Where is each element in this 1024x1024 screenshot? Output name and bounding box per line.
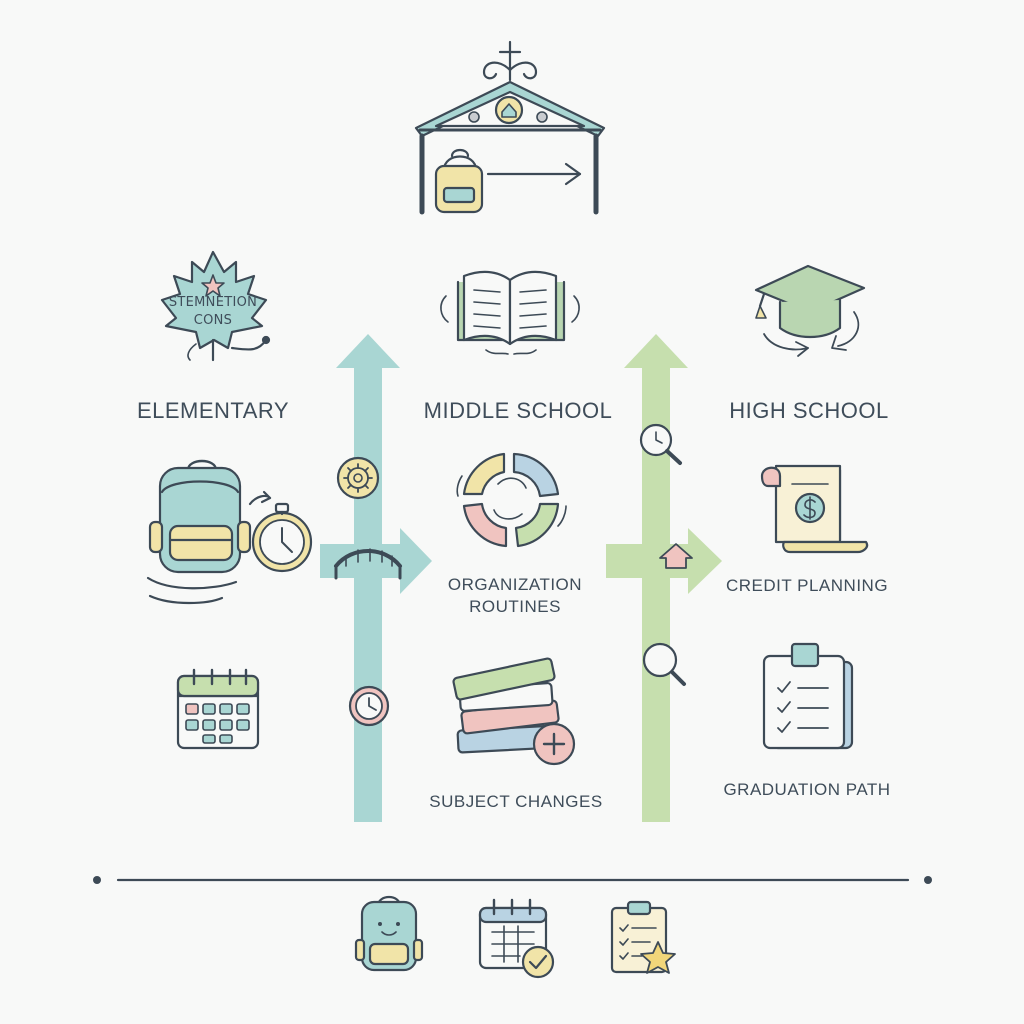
- clipboard-star-icon: [610, 900, 676, 974]
- book-stack-icon: [452, 657, 576, 766]
- organization-label-line-2: ROUTINES: [469, 597, 561, 616]
- organization-label-line-1: ORGANIZATION: [447, 575, 583, 594]
- gear-icon: [336, 456, 380, 500]
- smiling-backpack-icon: [354, 895, 424, 972]
- maple-leaf-text: STEMNETION CONS: [160, 294, 266, 330]
- maple-leaf-text-line-1: STEMNETION: [168, 295, 258, 310]
- stage-label-middle-school: MIDDLE SCHOOL: [423, 398, 613, 423]
- credit-planning-label: CREDIT PLANNING: [725, 576, 889, 595]
- open-book-icon: [440, 270, 580, 355]
- organization-cycle-icon: [456, 452, 567, 548]
- scroll-icon: [760, 464, 869, 554]
- magnifier-clock-icon: [639, 423, 682, 465]
- clock-icon: [348, 685, 390, 727]
- stage-label-high-school: HIGH SCHOOL: [729, 398, 889, 423]
- teal-vertical-arrow: [336, 334, 400, 822]
- bridge-icon: [334, 548, 402, 580]
- organization-routines-label: ORGANIZATION ROUTINES: [430, 574, 600, 618]
- backpack-icon: [146, 459, 252, 605]
- up-arrow-icon: [659, 543, 693, 569]
- graduation-path-label: GRADUATION PATH: [723, 780, 891, 799]
- maple-leaf-icon: [160, 250, 271, 362]
- subject-changes-label: SUBJECT CHANGES: [429, 792, 603, 811]
- teal-horizontal-arrow: [320, 528, 432, 594]
- calendar-icon: [176, 668, 260, 750]
- calendar-check-icon: [478, 898, 555, 979]
- clipboard-checklist-icon: [762, 642, 854, 750]
- maple-leaf-text-line-2: CONS: [193, 313, 233, 328]
- stage-label-elementary: ELEMENTARY: [136, 398, 290, 423]
- stopwatch-icon: [248, 490, 313, 573]
- graduation-cap-icon: [754, 264, 866, 357]
- timeline-divider: [93, 876, 932, 884]
- school-gateway-icon: [414, 40, 606, 215]
- magnifier-icon: [642, 642, 686, 686]
